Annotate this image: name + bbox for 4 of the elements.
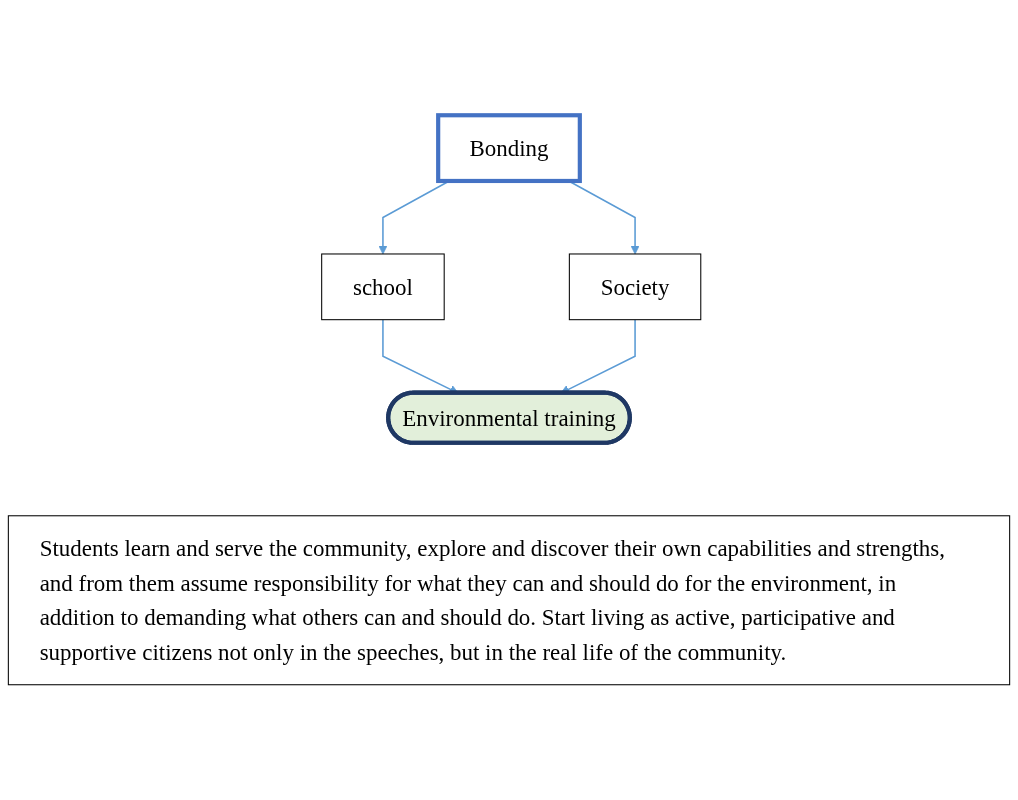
node-box: school bbox=[321, 253, 445, 321]
node-box: Society bbox=[568, 253, 702, 321]
node-box: Bonding bbox=[436, 113, 582, 184]
node-box: Students learn and serve the community, explore and discover their own capabilities and strengths, and from them assume responsibility for what they can and should do for the environment, in addition to demanding what others can and should do. Start living as active, participative and supportive citizens not only in the speeches, but in the real life of the community. bbox=[7, 515, 1011, 686]
